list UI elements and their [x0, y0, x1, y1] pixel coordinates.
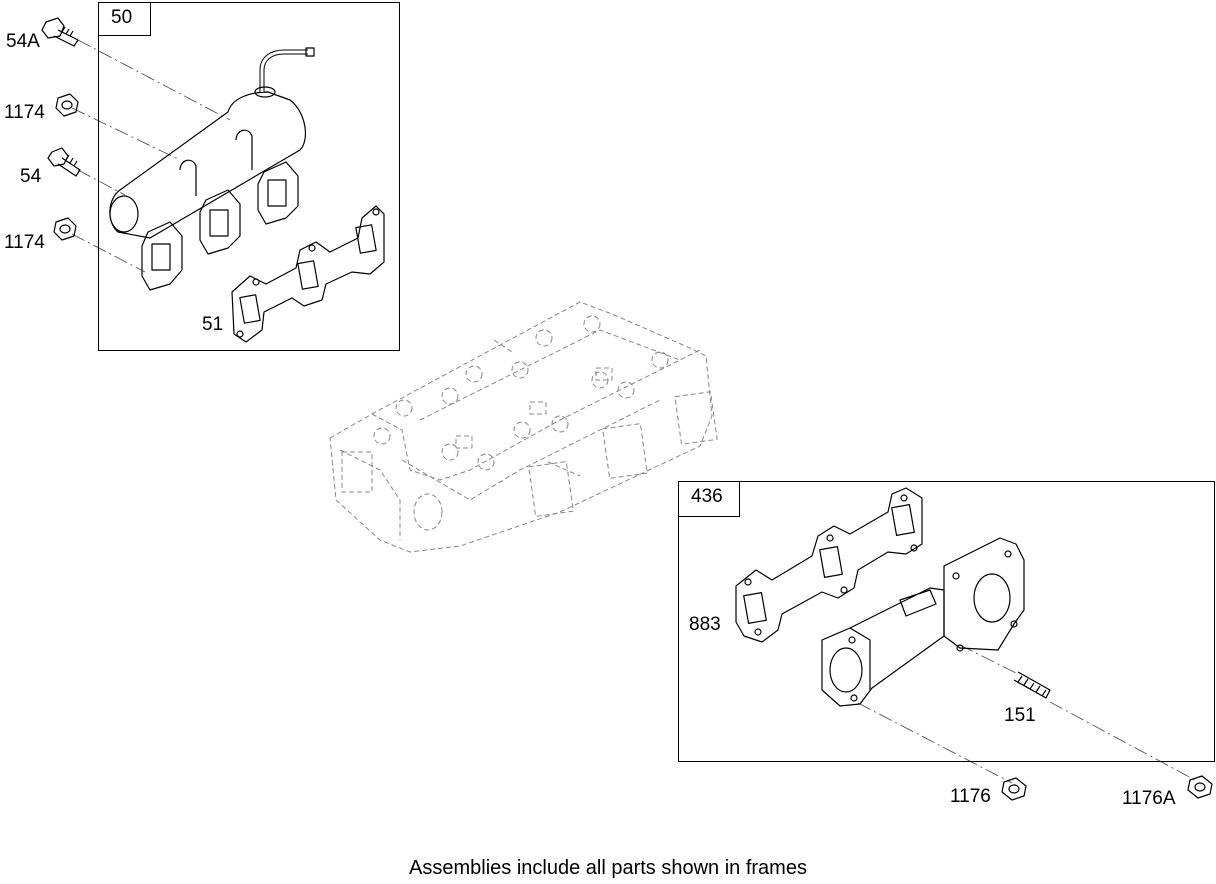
- nut-1174-lower-part: [53, 217, 77, 241]
- callout-54: 54: [20, 166, 42, 187]
- nut-1174-upper-part: [55, 93, 79, 117]
- bolt-54a-part: [41, 17, 79, 47]
- gasket-883-part: [735, 487, 923, 643]
- callout-54a: 54A: [6, 31, 40, 52]
- frame-50: [98, 2, 400, 351]
- callout-1176a: 1176A: [1122, 788, 1176, 809]
- diagram-caption: Assemblies include all parts shown in fr…: [409, 857, 807, 879]
- exhaust-elbow-part: [821, 537, 1025, 707]
- callout-51: 51: [202, 314, 224, 335]
- nut-1176a-part: [1187, 775, 1213, 799]
- callout-883: 883: [689, 614, 721, 635]
- leader-lines: [71, 39, 1196, 784]
- cylinder-head-part: [329, 301, 718, 553]
- frame-436: [678, 481, 1215, 762]
- frame-50-number: 50: [98, 2, 151, 36]
- callout-1174-upper: 1174: [4, 102, 45, 123]
- exhaust-manifold-part: [109, 47, 315, 291]
- bolt-54-part: [47, 147, 81, 177]
- callout-1174-lower: 1174: [4, 232, 45, 253]
- stud-151-part: [1013, 671, 1051, 699]
- gasket-51-part: [231, 205, 385, 343]
- frame-436-number: 436: [678, 481, 740, 517]
- nut-1176-part: [1001, 777, 1027, 801]
- callout-151: 151: [1004, 705, 1036, 726]
- callout-1176: 1176: [950, 786, 991, 807]
